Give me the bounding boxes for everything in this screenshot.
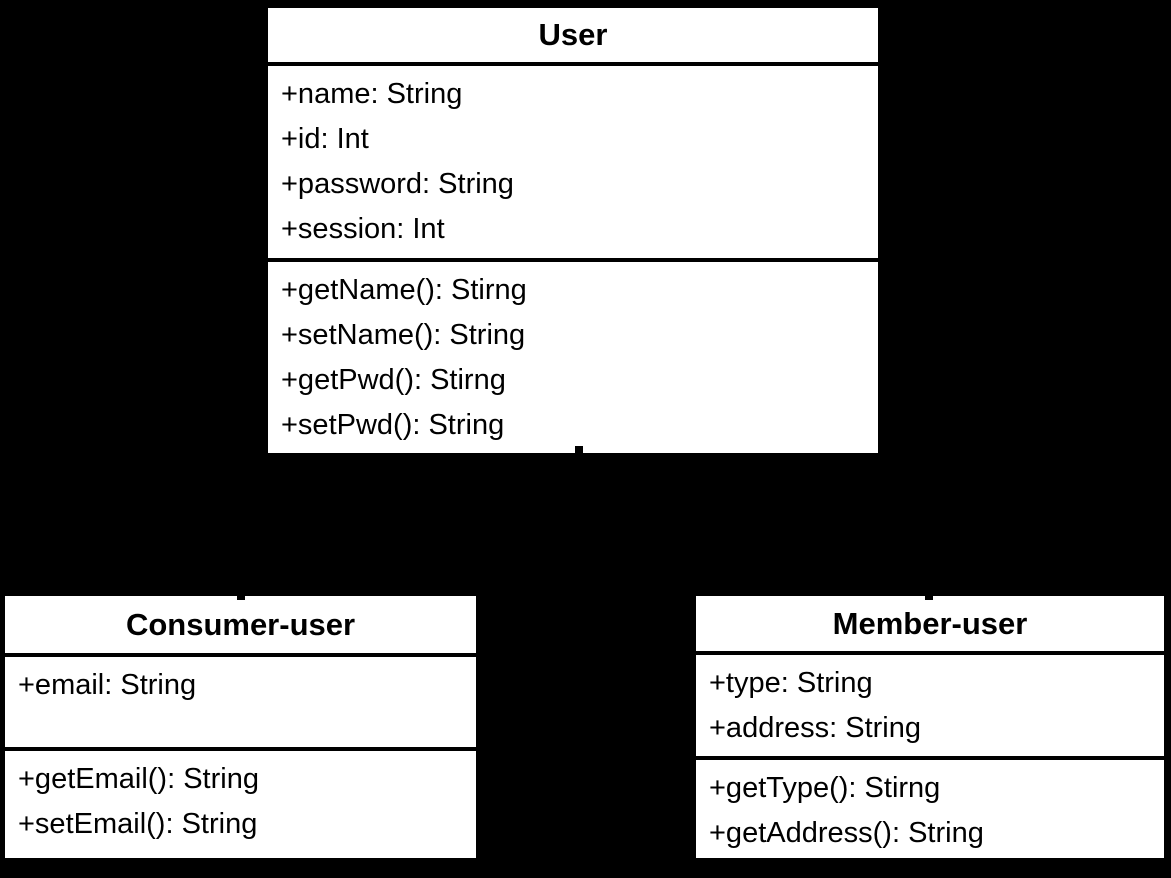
class-attributes-consumer-user: +email: String [5, 657, 476, 751]
attribute-line: +session: Int [281, 213, 445, 245]
method-line: +setName(): String [281, 319, 526, 351]
attribute-line: +email: String [18, 669, 197, 701]
class-methods-user: +getName(): Stirng +setName(): String +g… [268, 262, 878, 453]
method-line: +setPwd(): String [281, 409, 505, 441]
class-methods-consumer-user: +getEmail(): String +setEmail(): String [5, 751, 476, 858]
method-line: +setEmail(): String [18, 808, 258, 840]
method-line: +getPwd(): Stirng [281, 364, 506, 396]
attribute-line: +id: Int [281, 123, 369, 155]
class-methods-member-user: +getType(): Stirng +getAddress(): String [696, 760, 1164, 858]
class-title-member-user: Member-user [696, 596, 1164, 655]
method-line: +getEmail(): String [18, 763, 259, 795]
connector-line-mark [925, 593, 933, 600]
attribute-line: +name: String [281, 78, 463, 110]
connector-line-mark [237, 593, 245, 600]
class-box-consumer-user: Consumer-user +email: String +getEmail()… [2, 593, 479, 861]
method-line: +getName(): Stirng [281, 274, 527, 306]
method-line: +getAddress(): String [709, 817, 984, 849]
class-attributes-user: +name: String +id: Int +password: String… [268, 66, 878, 262]
attribute-line: +password: String [281, 168, 514, 200]
attribute-line: +type: String [709, 667, 873, 699]
class-title-user: User [268, 8, 878, 66]
class-box-user: User +name: String +id: Int +password: S… [265, 5, 881, 456]
method-line: +getType(): Stirng [709, 772, 941, 804]
connector-line-mark [575, 446, 583, 453]
attribute-line: +address: String [709, 712, 921, 744]
class-title-consumer-user: Consumer-user [5, 596, 476, 657]
class-box-member-user: Member-user +type: String +address: Stri… [693, 593, 1167, 861]
class-attributes-member-user: +type: String +address: String [696, 655, 1164, 760]
